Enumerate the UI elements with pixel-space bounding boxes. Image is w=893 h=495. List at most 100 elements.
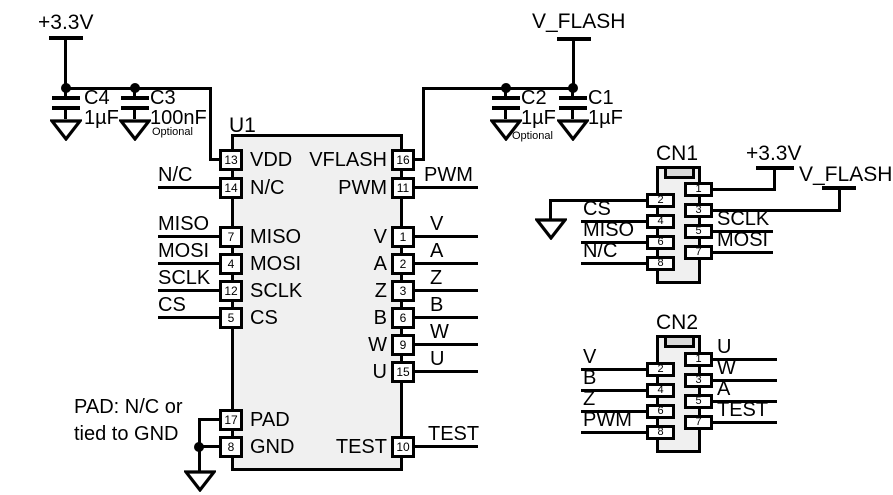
u1-pin-6: 6 [391, 307, 415, 329]
net-label-mosi: MOSI [717, 229, 769, 251]
u1-pin-2: 2 [391, 253, 415, 275]
pad-note-line1: PAD: N/C or [74, 396, 183, 418]
wire [133, 110, 136, 119]
wire [572, 40, 575, 89]
rail-3v3-left-label: +3.3V [38, 11, 94, 34]
wire [413, 158, 425, 161]
pad-note-line2: tied to GND [74, 423, 179, 445]
wire [415, 343, 478, 346]
u1-pin-name: MOSI [250, 253, 302, 275]
wire [415, 316, 478, 319]
wire [158, 235, 220, 238]
wire [504, 89, 507, 98]
net-label-u: U [717, 336, 732, 358]
rail-vflash-top-label: V_FLASH [532, 10, 626, 33]
wire [571, 110, 574, 119]
wire [64, 89, 67, 98]
wire [422, 87, 575, 90]
wire [198, 448, 201, 471]
u1-pin-name: U [372, 361, 387, 383]
net-label-pwm: PWM [583, 409, 632, 431]
capacitor-value: 1µF [84, 107, 119, 129]
rail-vflash-cn1-label: V_FLASH [799, 163, 893, 186]
cn2-refdes: CN2 [656, 311, 699, 334]
cn1-pin-1: 1 [684, 182, 713, 197]
wire [158, 186, 220, 189]
junction-dot [61, 83, 71, 93]
u1-pin-15: 15 [391, 361, 415, 383]
cn1-pin-4: 4 [646, 214, 675, 229]
cn1-pin-6: 6 [646, 235, 675, 250]
cn1-pin-2: 2 [646, 193, 675, 208]
capacitor-plate [559, 106, 587, 110]
capacitor-ref: C3 [150, 87, 176, 109]
wire [581, 220, 646, 223]
net-label-test: TEST [428, 423, 480, 445]
net-label-test: TEST [717, 399, 769, 421]
power-rail-bar [557, 37, 591, 41]
cn2-pin-6: 6 [646, 404, 675, 419]
u1-pin-13: 13 [219, 149, 243, 171]
u1-pin-name: V [373, 226, 387, 248]
u1-pin-8: 8 [219, 436, 243, 458]
ground-icon [50, 119, 82, 141]
ground-icon [490, 119, 522, 141]
u1-pin-name: PAD [250, 409, 290, 431]
cn2-pin-7: 7 [684, 415, 713, 430]
wire [713, 230, 773, 233]
net-label-cs: CS [583, 198, 611, 220]
net-label-pwm: PWM [424, 164, 473, 186]
net-label-miso: MISO [583, 219, 635, 241]
u1-pin-1: 1 [391, 226, 415, 248]
u1-pin-3: 3 [391, 280, 415, 302]
wire [415, 186, 478, 189]
cn2-pin-5: 5 [684, 394, 713, 409]
junction-dot [501, 83, 511, 93]
wire [713, 251, 773, 254]
wire [549, 199, 552, 219]
capacitor-value: 100nF [150, 107, 207, 129]
cn2-pin-2: 2 [646, 362, 675, 377]
capacitor-plate [559, 96, 587, 100]
wire [838, 189, 841, 211]
u1-pin-name: MISO [250, 226, 302, 248]
wire [713, 358, 777, 361]
power-rail-bar [49, 36, 83, 40]
wire [581, 241, 646, 244]
wire [198, 445, 220, 448]
ground-icon [184, 470, 216, 492]
power-rail-bar [822, 186, 856, 190]
wire [198, 418, 201, 450]
ground-icon [119, 119, 151, 141]
u1-pin-12: 12 [219, 280, 243, 302]
net-label-w: W [717, 357, 736, 379]
u1-pin-10: 10 [391, 436, 415, 458]
cn1-pin-3: 3 [684, 203, 713, 218]
cn1-refdes: CN1 [656, 142, 699, 165]
wire [415, 370, 478, 373]
u1-pin-name: PWM [338, 177, 387, 199]
net-label-nc: N/C [583, 240, 618, 262]
u1-chip-body [231, 134, 403, 471]
ground-icon [535, 218, 567, 240]
wire [64, 39, 67, 89]
net-label-a: A [430, 240, 444, 262]
u1-pin-name: Z [374, 280, 387, 302]
net-label-a: A [717, 378, 731, 400]
wire [581, 368, 646, 371]
cn2-pin-1: 1 [684, 352, 713, 367]
wire [581, 410, 646, 413]
u1-pin-7: 7 [219, 226, 243, 248]
capacitor-value: 1µF [588, 107, 623, 129]
net-label-cs: CS [158, 294, 186, 316]
cn1-pin-7: 7 [684, 245, 713, 260]
wire [504, 110, 507, 119]
wire [64, 110, 67, 119]
u1-pin-name: CS [250, 307, 278, 329]
net-label-sclk: SCLK [717, 208, 770, 230]
net-label-miso: MISO [158, 213, 210, 235]
capacitor-plate [52, 106, 80, 110]
wire [581, 389, 646, 392]
u1-pin-11: 11 [391, 177, 415, 199]
